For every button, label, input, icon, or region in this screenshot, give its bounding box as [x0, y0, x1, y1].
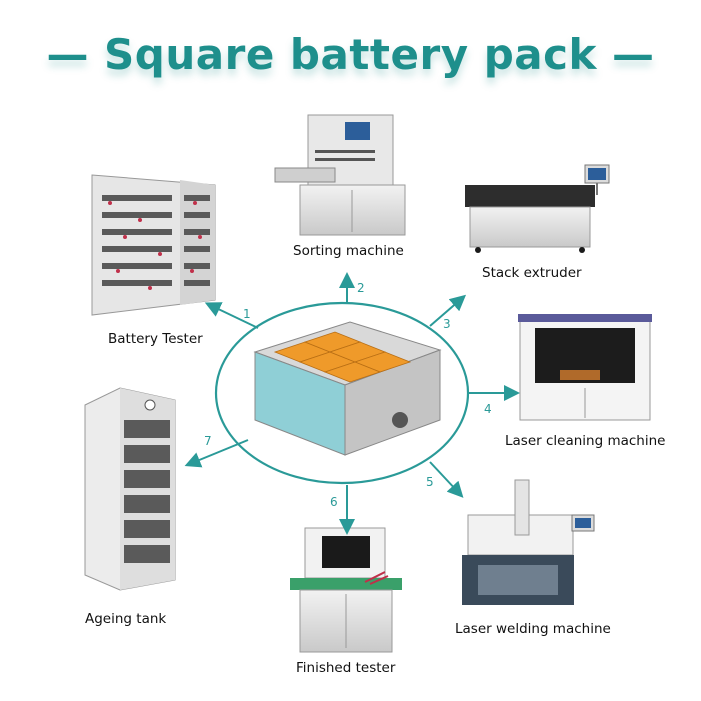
- laser-cleaning-machine-label: Laser cleaning machine: [505, 433, 666, 449]
- stack-extruder-image: [465, 164, 610, 253]
- process-arrows: [184, 272, 520, 535]
- arrow-3: [429, 294, 467, 327]
- step-number-5: 5: [426, 475, 434, 489]
- finished-tester-label: Finished tester: [296, 660, 396, 676]
- step-number-4: 4: [484, 402, 492, 416]
- step-number-1: 1: [243, 307, 251, 321]
- laser-welding-machine-label: Laser welding machine: [455, 621, 611, 637]
- page-title: — Square battery pack —: [46, 30, 655, 79]
- laser-welding-machine-image: [462, 479, 595, 605]
- sorting-machine-label: Sorting machine: [293, 243, 404, 259]
- arrow-5: [429, 461, 464, 498]
- step-number-2: 2: [357, 281, 365, 295]
- square-battery-pack-image: [253, 321, 442, 456]
- step-number-3: 3: [443, 317, 451, 331]
- arrow-7: [184, 439, 249, 468]
- stack-extruder-label: Stack extruder: [482, 265, 582, 281]
- step-number-7: 7: [204, 434, 212, 448]
- battery-tester-image: [91, 174, 216, 316]
- ageing-tank-label: Ageing tank: [85, 611, 167, 627]
- arrow-1: [204, 302, 259, 329]
- laser-cleaning-machine-image: [518, 314, 652, 421]
- step-number-6: 6: [330, 495, 338, 509]
- finished-tester-image: [290, 527, 402, 653]
- ageing-tank-image: [84, 387, 176, 591]
- battery-tester-label: Battery Tester: [108, 331, 203, 347]
- sorting-machine-image: [274, 114, 406, 236]
